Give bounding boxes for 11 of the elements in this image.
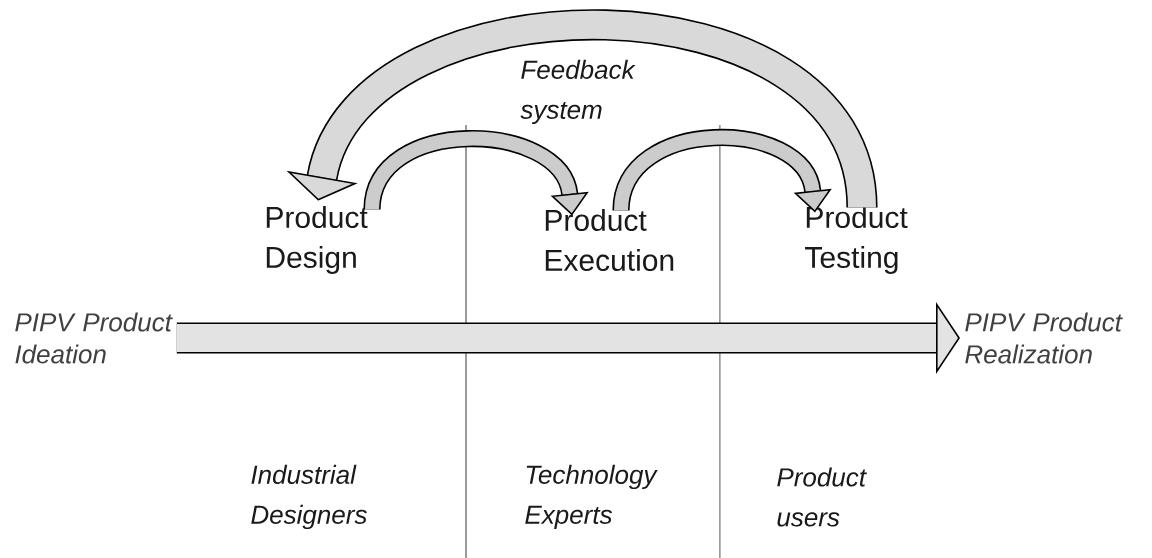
endpoint-label: PIPV Product Ideation (15, 312, 173, 364)
stage-label: Product Design (266, 206, 368, 274)
group-label: Industrial Designers (251, 464, 367, 530)
block-arrow (612, 129, 832, 213)
endpoint-label: PIPV Product Realization (965, 312, 1123, 364)
group-label: Product users (777, 467, 867, 527)
stage-label: Product Execution (545, 209, 674, 271)
stage-label: Product Testing (805, 206, 908, 274)
group-label: Technology Experts (525, 464, 658, 530)
block-arrow (363, 130, 589, 216)
edge-label: Feedback system (520, 59, 636, 125)
